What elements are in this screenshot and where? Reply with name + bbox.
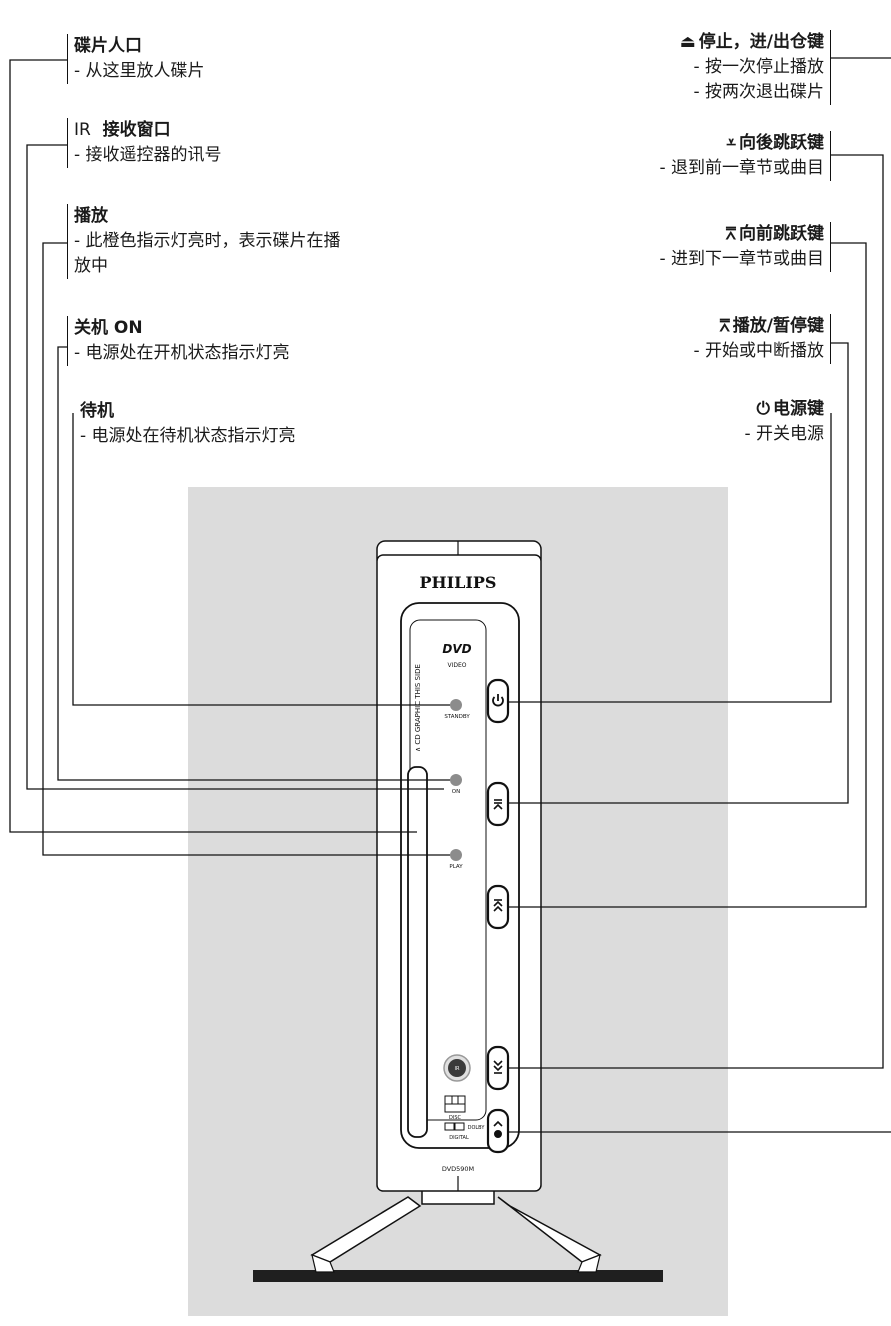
label-skip-forward-title: 向前跳跃键 <box>739 224 824 244</box>
label-standby: 待机 - 电源处在待机状态指示灯亮 <box>73 399 410 449</box>
label-power: ⏻电源键 - 开关电源 <box>744 397 824 447</box>
label-play-pause: ⩞播放/暂停键 - 开始或中断播放 <box>693 314 831 364</box>
label-on-desc: - 电源处在开机状态指示灯亮 <box>74 343 290 363</box>
label-eject-desc-1: - 按一次停止播放 <box>693 57 824 77</box>
label-play: 播放 - 此橙色指示灯亮时，表示碟片在播 放中 <box>67 204 424 279</box>
led-standby-label: STANDBY <box>444 714 470 720</box>
leader-skip-back <box>508 154 884 1069</box>
label-skip-forward: ⩞向前跳跃键 - 进到下一章节或曲目 <box>659 222 831 272</box>
label-play-pause-title: 播放/暂停键 <box>732 316 824 336</box>
label-skip-forward-desc: - 进到下一章节或曲目 <box>659 249 824 269</box>
label-on: 关机 ON - 电源处在开机状态指示灯亮 <box>67 316 404 366</box>
power-icon-label: ⏻ <box>756 399 770 419</box>
label-play-desc-1: - 此橙色指示灯亮时，表示碟片在播 <box>74 231 341 251</box>
label-play-title: 播放 <box>74 206 108 226</box>
label-power-title: 电源键 <box>773 399 824 419</box>
leader-ir <box>26 144 444 790</box>
label-eject-desc-2: - 按两次退出碟片 <box>693 82 824 102</box>
skip-forward-icon-label: ⩞ <box>725 224 736 244</box>
leader-standby <box>72 413 450 706</box>
label-skip-back: ⩡向後跳跃键 - 退到前一章节或曲目 <box>659 131 831 181</box>
ir-label: IR <box>455 1066 460 1072</box>
prev-button[interactable] <box>486 1045 510 1091</box>
label-ir-title: IR 接收窗口 <box>74 118 404 143</box>
base-plate <box>253 1270 663 1282</box>
label-ir-window: IR 接收窗口 - 接收遥控器的讯号 <box>67 118 404 168</box>
label-play-desc-2: 放中 <box>74 256 108 276</box>
eject-icon <box>493 1120 503 1139</box>
led-play-label: PLAY <box>449 864 463 870</box>
front-panel <box>400 602 520 1149</box>
play-pause-icon-label: ⩞ <box>719 316 730 336</box>
model-number: DVD590M <box>442 1165 474 1173</box>
label-skip-back-title: 向後跳跃键 <box>739 133 824 153</box>
leader-skip-forward <box>508 242 867 908</box>
dvd-logo: DVD <box>442 642 471 656</box>
dolby-text: DOLBY <box>468 1125 486 1131</box>
skip-back-icon <box>493 1060 503 1074</box>
dolby-logo <box>444 1122 465 1131</box>
dvd-logo-sub: VIDEO <box>447 662 466 669</box>
compact-disc-logo <box>444 1095 466 1113</box>
label-standby-title: 待机 <box>80 401 114 421</box>
skip-back-icon-label: ⩡ <box>726 133 736 153</box>
label-standby-desc: - 电源处在待机状态指示灯亮 <box>80 426 296 446</box>
label-skip-back-desc: - 退到前一章节或曲目 <box>659 158 824 178</box>
leader-play <box>42 242 450 856</box>
leader-on <box>57 346 450 781</box>
disc-logo-text: DISC <box>449 1115 461 1121</box>
eject-icon-label: ⏏ <box>679 32 696 52</box>
dolby-sub-text: DIGITAL <box>449 1135 469 1141</box>
label-disc-slot: 碟片人口 - 从这里放人碟片 <box>67 34 404 84</box>
led-on-label: ON <box>452 789 460 795</box>
label-on-title: 关机 ON <box>74 318 143 338</box>
label-ir-desc: - 接收遥控器的讯号 <box>74 145 222 165</box>
label-play-pause-desc: - 开始或中断播放 <box>693 341 824 361</box>
led-play <box>450 849 462 861</box>
label-ir-title-text: 接收窗口 <box>102 120 171 140</box>
leader-disc-slot <box>9 59 417 833</box>
label-eject: ⏏停止，进/出仓键 - 按一次停止播放 - 按两次退出碟片 <box>680 30 831 105</box>
disc-slot <box>407 766 428 1138</box>
play-pause-icon <box>493 799 503 810</box>
label-eject-title: 停止，进/出仓键 <box>698 32 824 52</box>
stand-foot-left <box>311 1254 335 1273</box>
led-on <box>450 774 462 786</box>
slot-text: ∧ CD GRAPHIC THIS SIDE <box>414 664 422 752</box>
leader-power <box>508 413 832 703</box>
power-icon <box>492 694 504 707</box>
label-disc-slot-desc: - 从这里放人碟片 <box>74 61 205 81</box>
ir-window <box>448 1059 466 1077</box>
label-ir-prefix: IR <box>74 120 91 140</box>
label-disc-slot-title: 碟片人口 <box>74 36 142 56</box>
label-power-desc: - 开关电源 <box>744 424 824 444</box>
stand-foot-right <box>577 1254 601 1273</box>
skip-forward-icon <box>493 899 503 912</box>
led-standby <box>450 699 462 711</box>
brand-logo: PHILIPS <box>420 573 497 592</box>
leader-play-pause <box>508 342 849 804</box>
